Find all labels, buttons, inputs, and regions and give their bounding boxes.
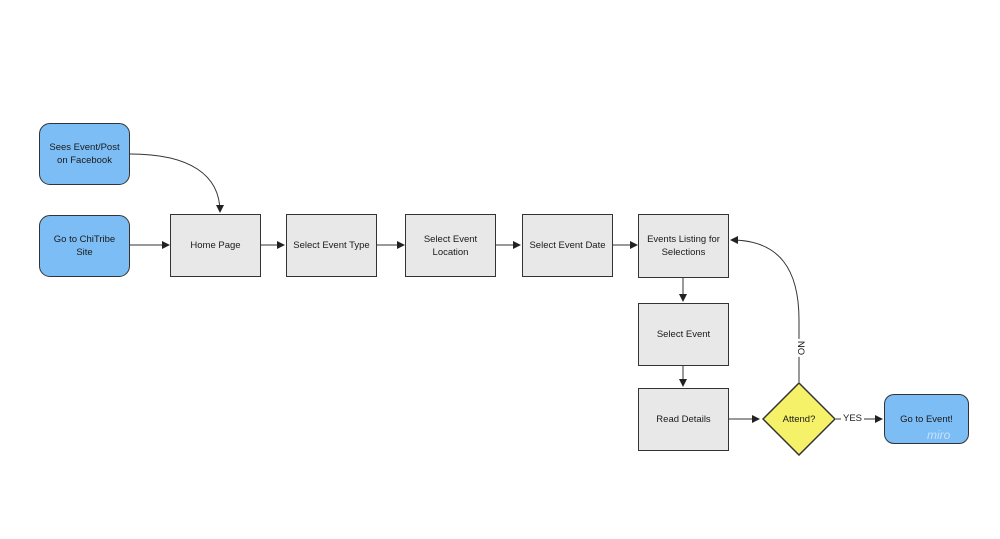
node-label: Home Page [190, 240, 241, 251]
node-events-listing: Events Listing for Selections [638, 214, 729, 278]
miro-watermark: miro [927, 428, 951, 442]
node-select-event-date: Select Event Date [522, 214, 613, 277]
node-select-event: Select Event [638, 303, 729, 366]
node-sees-event: Sees Event/Post on Facebook [39, 123, 130, 185]
edge-attend-no [730, 236, 800, 382]
node-go-to-site: Go to ChiTribe Site [39, 215, 130, 277]
decision-diamond [762, 382, 836, 456]
decision-label: Attend? [782, 413, 816, 425]
node-label: Go to ChiTribe Site [53, 234, 116, 258]
node-label: Read Details [656, 414, 711, 425]
node-label: Select Event [656, 329, 711, 340]
node-label: Sees Event/Post on Facebook [49, 142, 120, 166]
node-label: Events Listing for Selections [647, 234, 720, 258]
edge-sees-event-to-home [129, 153, 224, 213]
node-read-details: Read Details [638, 388, 729, 451]
node-home-page: Home Page [170, 214, 261, 277]
node-label: Select Event Type [293, 240, 370, 251]
node-label: Select Event Location [423, 233, 478, 258]
node-select-event-type: Select Event Type [286, 214, 377, 277]
node-label: Select Event Date [529, 240, 606, 251]
node-go-to-event: Go to Event! [884, 394, 969, 444]
node-select-event-location: Select Event Location [405, 214, 496, 277]
node-attend-decision: Attend? [762, 382, 836, 456]
edge-label-yes: YES [841, 413, 865, 425]
node-label: Go to Event! [900, 413, 953, 425]
edge-label-no: NO [794, 338, 807, 358]
